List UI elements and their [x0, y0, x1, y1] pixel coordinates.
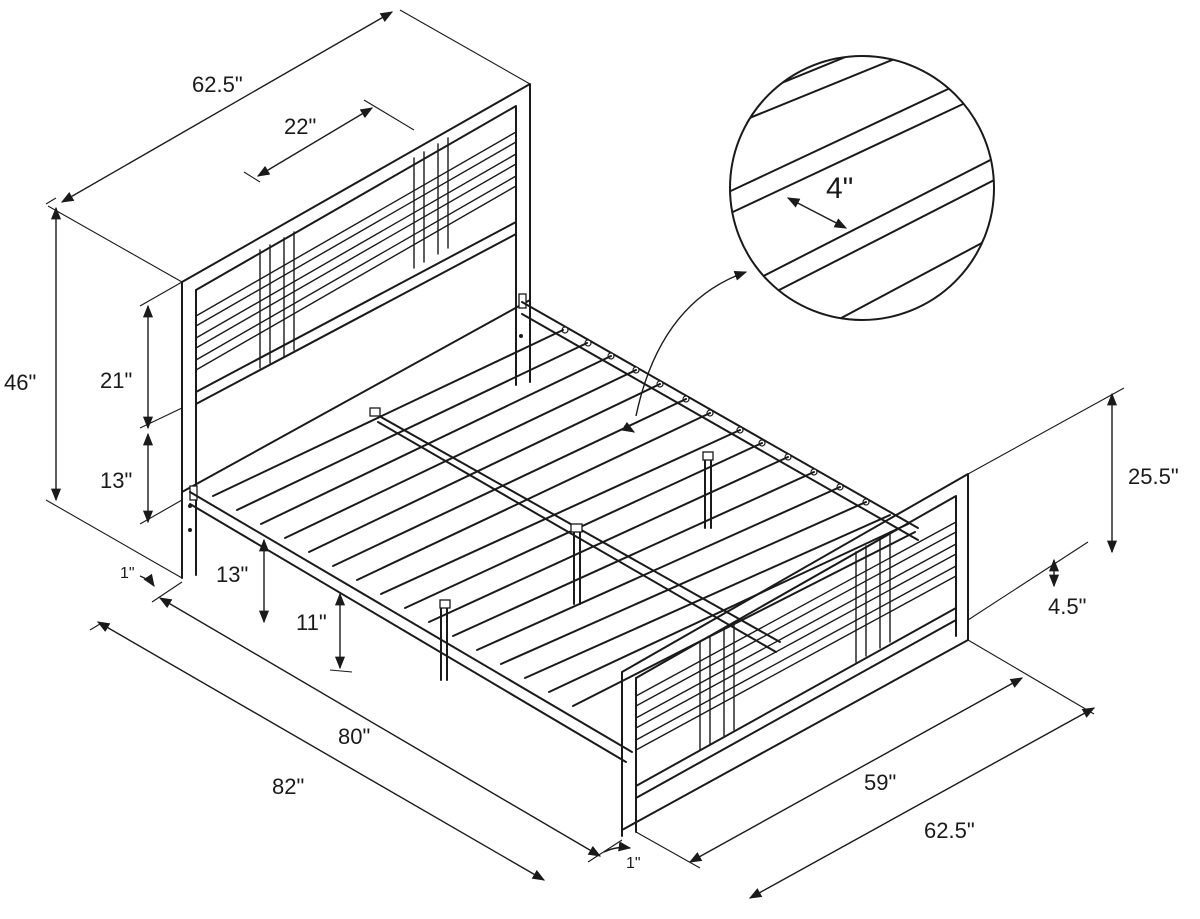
label-inner-length: 80" [338, 724, 370, 749]
label-inner-width: 59" [864, 770, 896, 795]
bed-frame-rails [189, 301, 919, 763]
dimension-labels: 62.5" 22" 4" 46" 21" 13" 13" 11" 1" 80" … [4, 72, 1179, 872]
label-leg-offset-foot: 1" [626, 855, 641, 872]
label-footboard-gap: 4.5" [1048, 594, 1086, 619]
headboard [181, 83, 531, 579]
label-headboard-height: 46" [4, 370, 36, 395]
label-panel-spacing: 22" [284, 114, 316, 139]
label-rail-height: 13" [216, 562, 248, 587]
rail-bolt-holes [561, 326, 870, 506]
label-headboard-panel-height: 21" [100, 368, 132, 393]
label-headboard-width: 62.5" [192, 72, 243, 97]
label-overall-length: 82" [272, 774, 304, 799]
slat-detail-callout [729, 55, 995, 321]
label-underbed-clearance: 11" [296, 610, 327, 635]
dimension-lines [45, 9, 1125, 899]
label-detail-gap: 4" [826, 172, 853, 205]
label-headboard-clearance: 13" [100, 468, 132, 493]
label-overall-width: 62.5" [924, 818, 975, 843]
label-footboard-height: 25.5" [1128, 464, 1179, 489]
label-leg-offset-head: 1" [120, 565, 135, 582]
